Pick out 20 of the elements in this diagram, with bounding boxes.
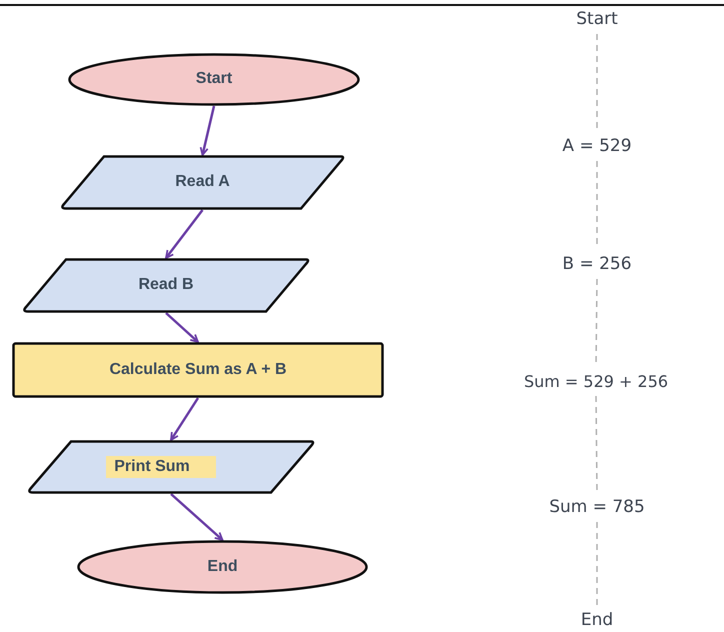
arrow	[170, 493, 224, 541]
node-label: Print Sum	[106, 456, 216, 478]
node-label: Read A	[175, 174, 230, 191]
connector-line	[595, 396, 598, 492]
trace-step-text: End	[580, 610, 614, 630]
node-label: Calculate Sum as A + B	[109, 362, 287, 378]
arrow	[165, 209, 204, 259]
trace-step-text: A = 529	[562, 136, 632, 156]
connector-line	[596, 34, 598, 131]
node-label: Start	[196, 71, 232, 88]
trace-step-text: B = 256	[562, 254, 632, 274]
arrow	[200, 106, 216, 156]
node-label: Read B	[138, 277, 194, 294]
trace-step-text: Start	[576, 9, 618, 29]
arrow	[170, 397, 200, 441]
trace-step-text: Sum = 529 + 256	[524, 372, 668, 390]
arrow	[165, 312, 199, 343]
node-label: End	[207, 558, 238, 576]
trace-step-text: Sum = 785	[549, 497, 645, 517]
connector-line	[596, 522, 598, 606]
